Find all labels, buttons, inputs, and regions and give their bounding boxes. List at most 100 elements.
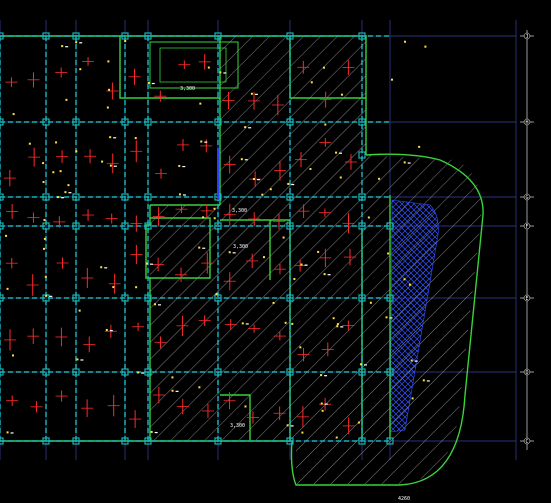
yellow-mark bbox=[43, 237, 46, 240]
white-mark bbox=[327, 274, 331, 276]
yellow-mark bbox=[418, 145, 421, 148]
white-mark bbox=[79, 42, 83, 44]
yellow-mark bbox=[147, 81, 150, 84]
svg-text:3,300: 3,300 bbox=[230, 423, 245, 429]
yellow-mark bbox=[241, 322, 244, 325]
yellow-mark bbox=[145, 262, 148, 265]
yellow-mark bbox=[45, 294, 48, 297]
svg-text:G: G bbox=[526, 195, 529, 201]
yellow-mark bbox=[408, 283, 411, 286]
white-mark bbox=[182, 194, 186, 196]
yellow-mark bbox=[228, 251, 231, 254]
white-mark bbox=[414, 360, 418, 362]
white-mark bbox=[68, 192, 72, 194]
white-mark bbox=[407, 162, 411, 164]
white-mark bbox=[304, 264, 308, 266]
yellow-mark bbox=[44, 275, 47, 278]
yellow-mark bbox=[215, 293, 218, 296]
white-mark bbox=[254, 93, 258, 95]
yellow-mark bbox=[137, 371, 140, 374]
yellow-mark bbox=[367, 216, 370, 219]
white-mark bbox=[291, 183, 295, 186]
svg-text:F: F bbox=[526, 224, 529, 230]
yellow-mark bbox=[57, 196, 60, 199]
white-mark bbox=[182, 165, 186, 168]
yellow-mark bbox=[135, 286, 138, 289]
yellow-mark bbox=[322, 66, 325, 69]
yellow-mark bbox=[336, 325, 339, 328]
yellow-mark bbox=[75, 41, 78, 44]
yellow-mark bbox=[200, 140, 203, 143]
yellow-mark bbox=[284, 321, 287, 324]
yellow-mark bbox=[12, 354, 15, 357]
yellow-mark bbox=[6, 287, 9, 290]
yellow-mark bbox=[78, 309, 81, 312]
white-mark bbox=[256, 179, 260, 181]
white-mark bbox=[49, 295, 53, 297]
yellow-mark bbox=[269, 188, 272, 191]
yellow-mark bbox=[207, 66, 210, 69]
yellow-mark bbox=[387, 252, 390, 255]
yellow-mark bbox=[317, 250, 320, 253]
svg-text:3,300: 3,300 bbox=[180, 86, 195, 92]
yellow-mark bbox=[335, 151, 338, 154]
white-mark bbox=[149, 263, 153, 265]
axis-label-e: E bbox=[523, 294, 531, 302]
yellow-mark bbox=[320, 374, 323, 377]
yellow-mark bbox=[42, 181, 45, 184]
yellow-mark bbox=[369, 301, 372, 304]
yellow-mark bbox=[301, 431, 304, 434]
white-mark bbox=[324, 403, 328, 405]
yellow-mark bbox=[262, 256, 265, 259]
white-mark bbox=[389, 317, 393, 319]
white-mark bbox=[339, 152, 343, 154]
yellow-mark bbox=[336, 323, 339, 326]
yellow-mark bbox=[378, 177, 381, 180]
white-mark bbox=[113, 165, 117, 167]
yellow-mark bbox=[403, 278, 406, 281]
axis-label-c: C bbox=[523, 437, 531, 445]
yellow-mark bbox=[105, 328, 108, 331]
yellow-mark bbox=[340, 93, 343, 96]
yellow-mark bbox=[244, 405, 247, 408]
yellow-mark bbox=[287, 182, 290, 185]
yellow-mark bbox=[112, 286, 115, 289]
yellow-mark bbox=[282, 236, 285, 239]
yellow-mark bbox=[65, 98, 68, 101]
yellow-mark bbox=[293, 277, 296, 280]
yellow-mark bbox=[324, 123, 327, 126]
yellow-mark bbox=[43, 218, 46, 221]
yellow-mark bbox=[213, 207, 216, 210]
yellow-mark bbox=[250, 92, 253, 95]
white-mark bbox=[202, 247, 206, 249]
svg-text:C: C bbox=[526, 439, 529, 445]
white-mark bbox=[80, 359, 84, 361]
axis-label-h: H bbox=[523, 118, 531, 126]
yellow-mark bbox=[213, 217, 216, 220]
yellow-mark bbox=[107, 60, 110, 63]
white-mark bbox=[109, 329, 113, 332]
white-mark bbox=[245, 323, 249, 325]
yellow-mark bbox=[153, 303, 156, 306]
axis-label-g: G bbox=[523, 193, 531, 201]
yellow-mark bbox=[199, 102, 202, 105]
yellow-mark bbox=[59, 170, 62, 173]
white-mark bbox=[340, 326, 344, 328]
yellow-mark bbox=[150, 430, 153, 433]
yellow-mark bbox=[424, 45, 427, 48]
white-mark bbox=[426, 380, 430, 382]
white-mark bbox=[151, 82, 155, 85]
yellow-mark bbox=[261, 193, 264, 196]
yellow-mark bbox=[178, 164, 181, 167]
yellow-mark bbox=[109, 164, 112, 167]
svg-text:J: J bbox=[526, 34, 529, 40]
yellow-mark bbox=[299, 346, 302, 349]
yellow-mark bbox=[79, 68, 82, 71]
yellow-mark bbox=[385, 316, 388, 319]
svg-text:E: E bbox=[526, 296, 529, 302]
yellow-mark bbox=[28, 142, 31, 145]
yellow-mark bbox=[272, 301, 275, 304]
axis-label-j: J bbox=[523, 32, 531, 40]
yellow-mark bbox=[390, 78, 393, 81]
